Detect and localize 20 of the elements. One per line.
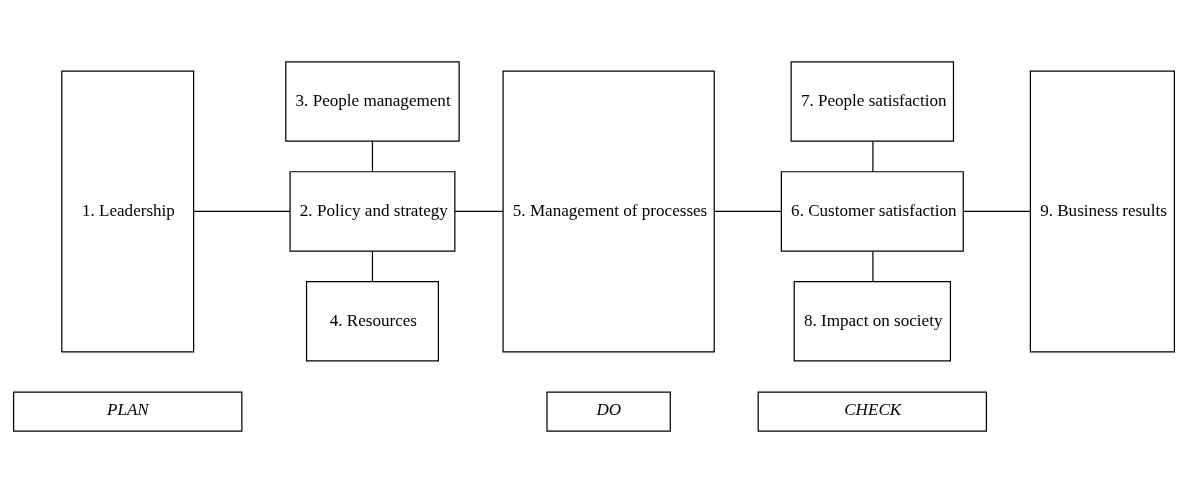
connector [962,210,1031,212]
node-box: 6. Customer satisfaction [780,171,964,252]
node-box: 1. Leadership [61,70,195,353]
node-box: 3. People management [285,61,460,142]
connector [371,250,374,283]
node-box: 2. Policy and strategy [289,171,456,252]
node-box: PLAN [13,391,243,432]
connector [193,210,291,212]
node-box: CHECK [757,391,988,432]
node-box: 9. Business results [1029,70,1175,353]
connector [872,140,874,173]
connector [371,140,374,173]
node-box: 7. People satisfaction [790,61,955,142]
node-box: 8. Impact on society [793,280,952,362]
connector [454,210,504,212]
node-box: 5. Management of processes [502,70,715,353]
node-box: DO [546,391,671,432]
connector [713,210,782,212]
connector [872,250,874,283]
node-box: 4. Resources [305,280,439,362]
